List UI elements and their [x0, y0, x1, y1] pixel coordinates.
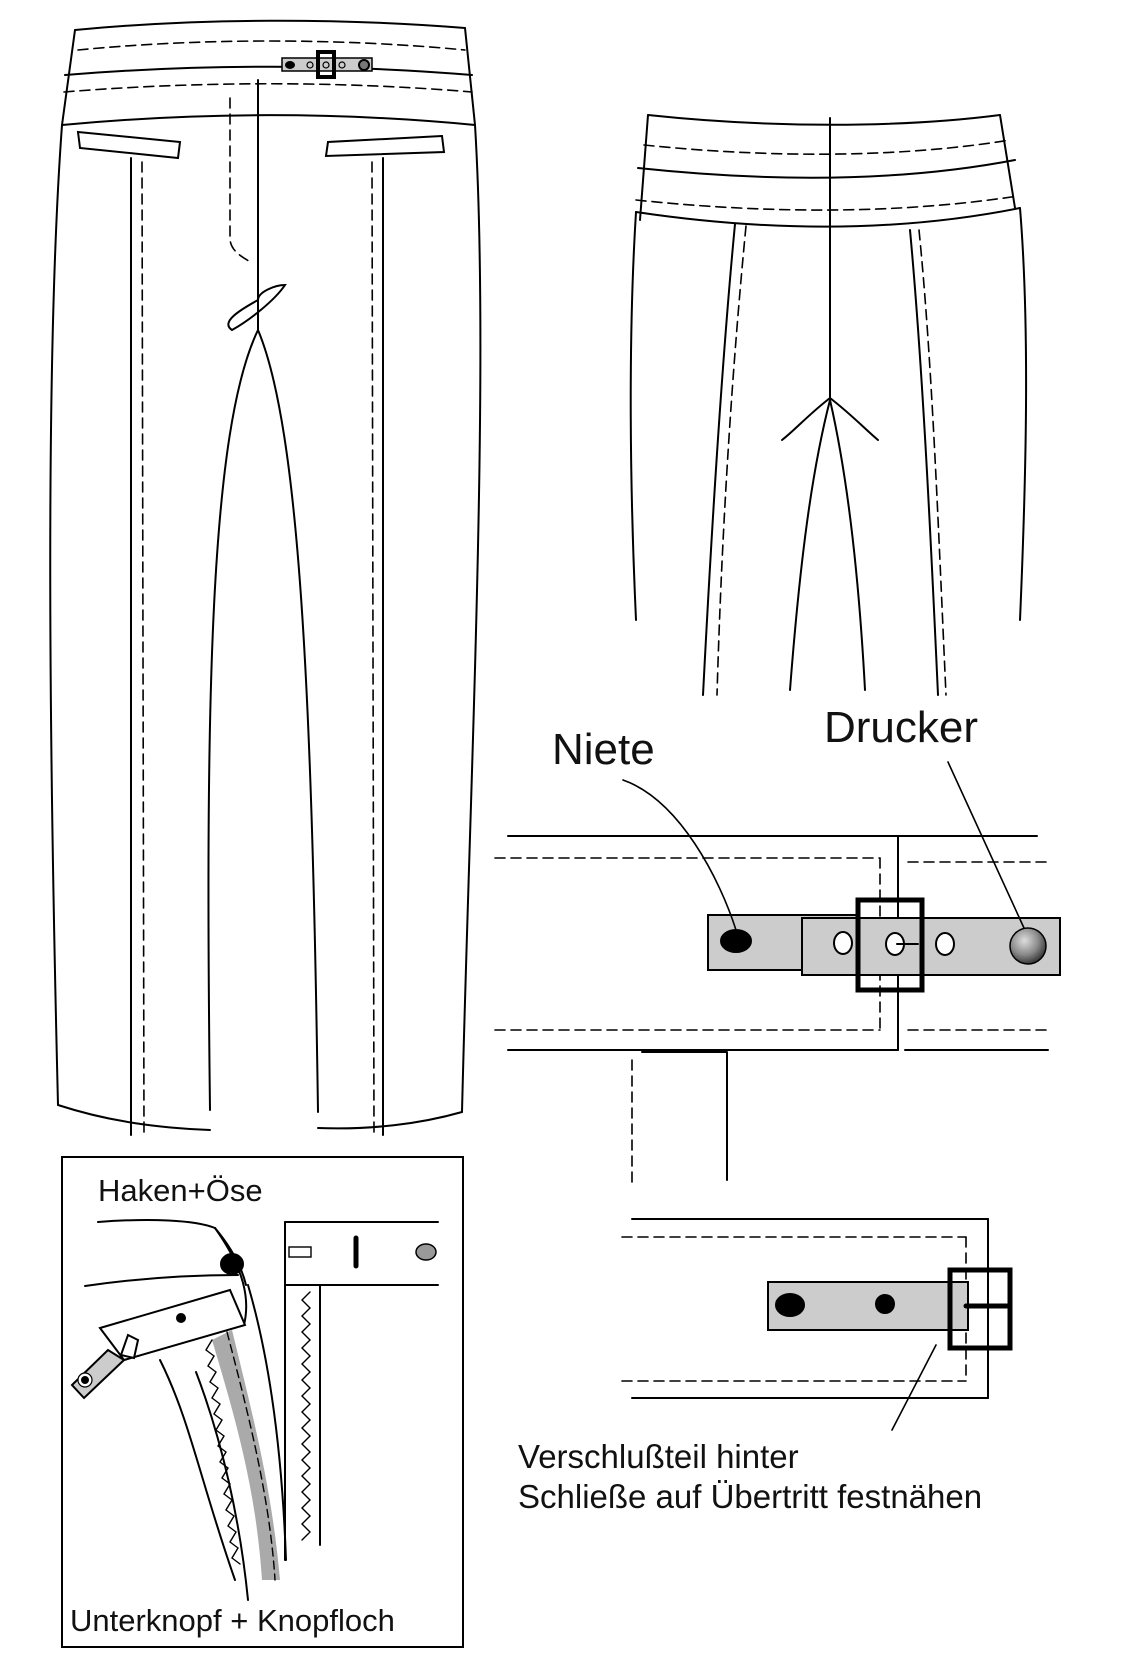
- label-unterknopf-knopfloch: Unterknopf + Knopfloch: [70, 1603, 395, 1638]
- label-niete: Niete: [552, 725, 655, 774]
- back-view-trousers: [629, 114, 1028, 696]
- rivet-icon: [720, 929, 752, 953]
- label-drucker: Drucker: [824, 703, 979, 752]
- rivet-icon: [775, 1293, 805, 1317]
- label-verschluss-line1: Verschlußteil hinter: [518, 1438, 799, 1475]
- buckle-detail-closed: [494, 761, 1061, 1186]
- snap-icon: [1009, 927, 1047, 965]
- label-verschluss-line2: Schließe auf Übertritt festnähen: [518, 1478, 983, 1515]
- buckle-detail-under: [621, 1218, 1013, 1431]
- label-haken-oese: Haken+Öse: [98, 1173, 263, 1208]
- front-view-trousers: [49, 19, 482, 1136]
- hook-eye-zipper-detail: [61, 1156, 464, 1648]
